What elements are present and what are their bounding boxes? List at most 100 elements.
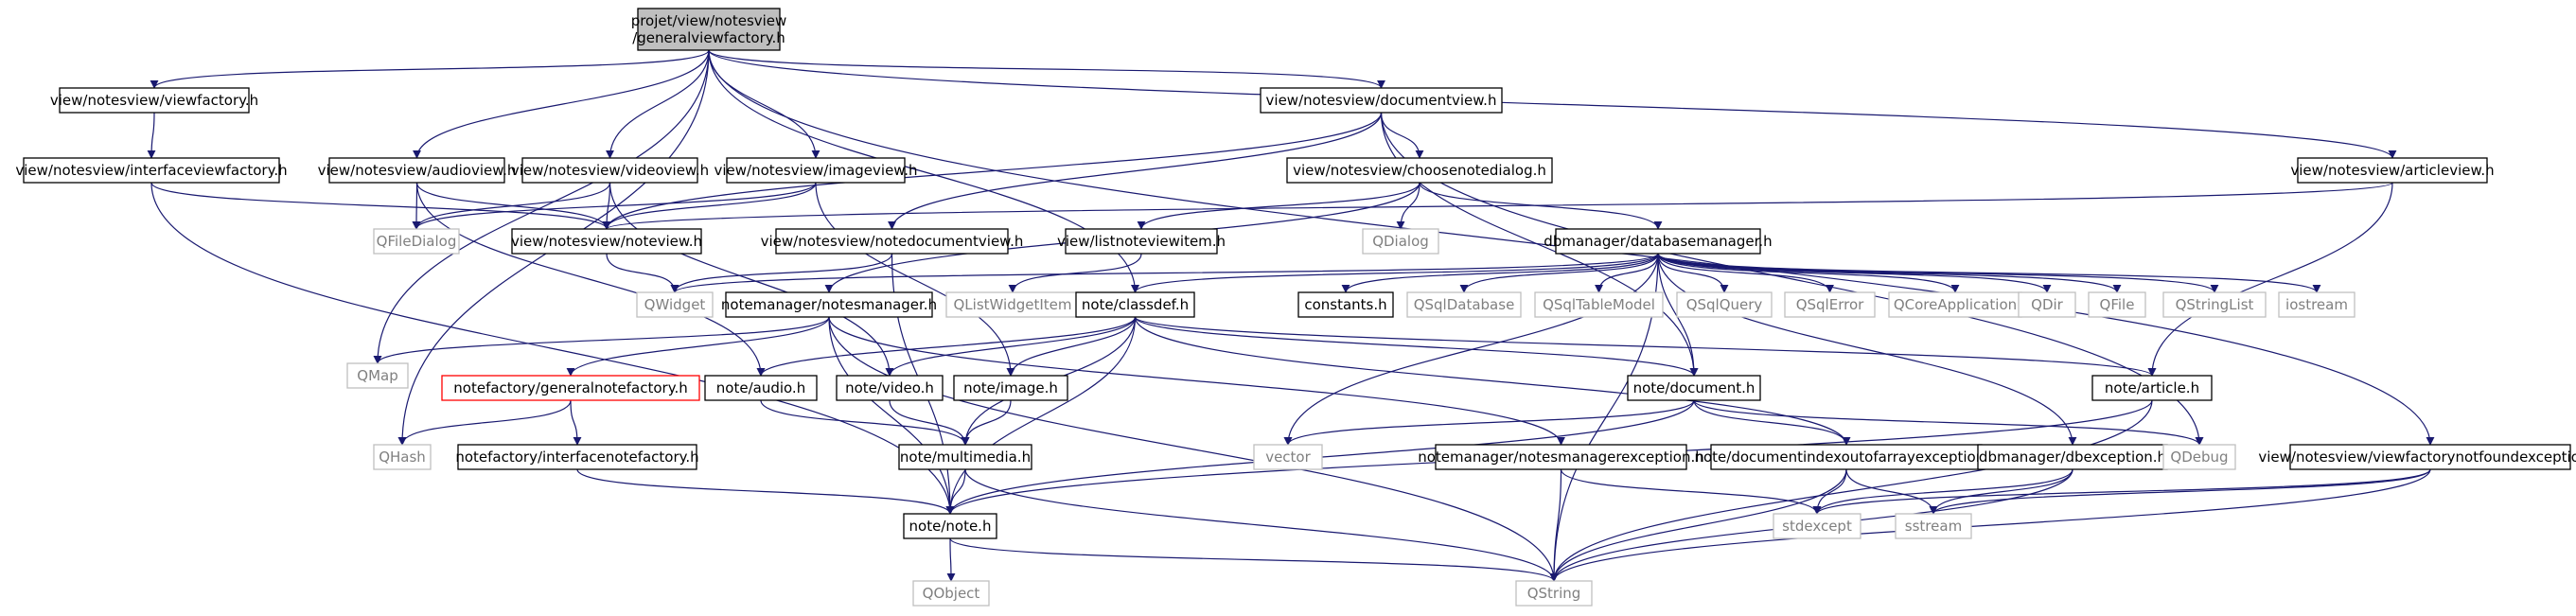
edge-choosenotedialog-to-databasemanager [1419,182,1663,230]
edge [961,399,1012,446]
edge [413,49,710,159]
edge [397,399,572,446]
node-box [2162,444,2236,470]
edge [888,112,1383,230]
node-label: view/notesview/notedocumentview.h [761,233,1024,250]
edge-databasemanager-to-qdir [1657,253,2052,293]
edge-databasemanager-to-qstringlist [1657,253,2219,293]
node-qwidget: QWidget [636,291,714,318]
node-label: view/notesview/audioview.h [318,162,517,179]
node-box [2278,291,2355,318]
edge [708,49,820,159]
node-box [1075,291,1195,318]
edge [150,49,710,89]
edge-document-to-qdebug [1693,399,2204,446]
node-label: notefactory/generalnotefactory.h [453,379,687,396]
edge [576,468,955,515]
node-box [1435,444,1687,470]
edge [1657,253,2219,293]
edge-databasemanager-to-document [1657,253,1699,377]
edge [1560,468,1822,515]
node-qhash: QHash [373,444,432,470]
node-box [953,375,1068,401]
edge-databasemanager-to-constants [1341,253,1659,293]
edge [1929,468,2431,515]
edge-articleview-to-article [2147,182,2393,377]
edge [373,316,830,364]
edge [1341,253,1659,293]
edge [1657,253,1729,293]
edge [889,399,970,446]
edge-root-to-imageview [708,49,820,159]
node-qobject: QObject [912,580,990,607]
node-box [1362,228,1439,255]
edge-databasemanager-to-qsqltablemodel [1595,253,1659,293]
node-box [912,580,990,607]
edge [602,112,1383,230]
edge [602,182,817,230]
edge-databasemanager-to-qfile [1657,253,2122,293]
node-label: QWidget [644,296,706,313]
edge [1008,253,1142,293]
edge [566,316,830,377]
node-box [1676,291,1773,318]
node-label: QSqlQuery [1686,296,1763,313]
node-stdexcept: stdexcept [1773,513,1861,539]
edge-root-to-documentview [708,49,1385,89]
node-qstring: QString [1515,580,1593,607]
edge-articleview-to-noteview [603,182,2393,230]
node-label: /generalviewfactory.h [632,29,785,46]
edge-classdef-to-video [885,316,1137,377]
edge-documentindexoutofarrayexception-to-sstream [1845,468,1938,515]
node-label: vector [1265,449,1311,466]
node-imageview: view/notesview/imageview.h [715,157,918,184]
node-listnoteviewitem: view/listnoteviewitem.h [1057,228,1226,255]
node-video: note/video.h [836,375,944,401]
edge [708,49,2397,159]
edge-article-to-qstring [1549,399,2153,582]
node-box [1555,228,1761,255]
edge [760,399,970,446]
edge-notesmanagerexception-to-stdexcept [1560,468,1822,515]
edge-databasemanager-to-qsqldatabase [1459,253,1659,293]
node-box [1888,291,2022,318]
edge [412,182,611,230]
edge [946,537,956,582]
edge-videoview-to-qfiledialog [412,182,611,230]
edge [949,537,1559,582]
node-label: view/notesview/imageview.h [715,162,918,179]
edge-viewfactory-to-interfaceviewfactory [147,112,156,159]
node-classdef: note/classdef.h [1075,291,1195,318]
edge [150,182,611,230]
node-box [373,228,460,255]
edge [1134,316,1699,377]
node-label: view/notesview/interfaceviewfactory.h [15,162,287,179]
node-label: QDialog [1372,233,1429,250]
edge [1657,253,2077,446]
node-label: QCoreApplication [1894,296,2017,313]
edge [964,468,1559,582]
node-box [1515,580,1593,607]
edge-viewfactorynotfoundexception-to-sstream [1929,468,2431,515]
edge-generalnotefactory-to-interfacenotefactory [570,399,582,446]
edge-generalnotefactory-to-qhash [397,399,572,446]
edge-video-to-multimedia [889,399,970,446]
node-label: constants.h [1304,296,1386,313]
edge [373,49,710,364]
edge-classdef-to-image [1006,316,1137,377]
node-label: notemanager/notesmanagerexception.h [1418,449,1704,466]
node-noteview: view/notesview/noteview.h [511,228,702,255]
node-audio: note/audio.h [704,375,818,401]
node-label: projet/view/notesview [631,12,787,29]
edge-audioview-to-qfiledialog [412,182,421,230]
node-qmap: QMap [346,362,409,389]
node-qcoreapplication: QCoreApplication [1888,291,2022,318]
node-box [1406,291,1522,318]
node-box [1710,444,1983,470]
node-constants: constants.h [1297,291,1394,318]
edge [1657,253,2052,293]
node-label: QHash [379,449,426,466]
node-box [457,444,697,470]
edge [412,182,817,230]
node-label: view/notesview/viewfactory.h [50,92,258,109]
